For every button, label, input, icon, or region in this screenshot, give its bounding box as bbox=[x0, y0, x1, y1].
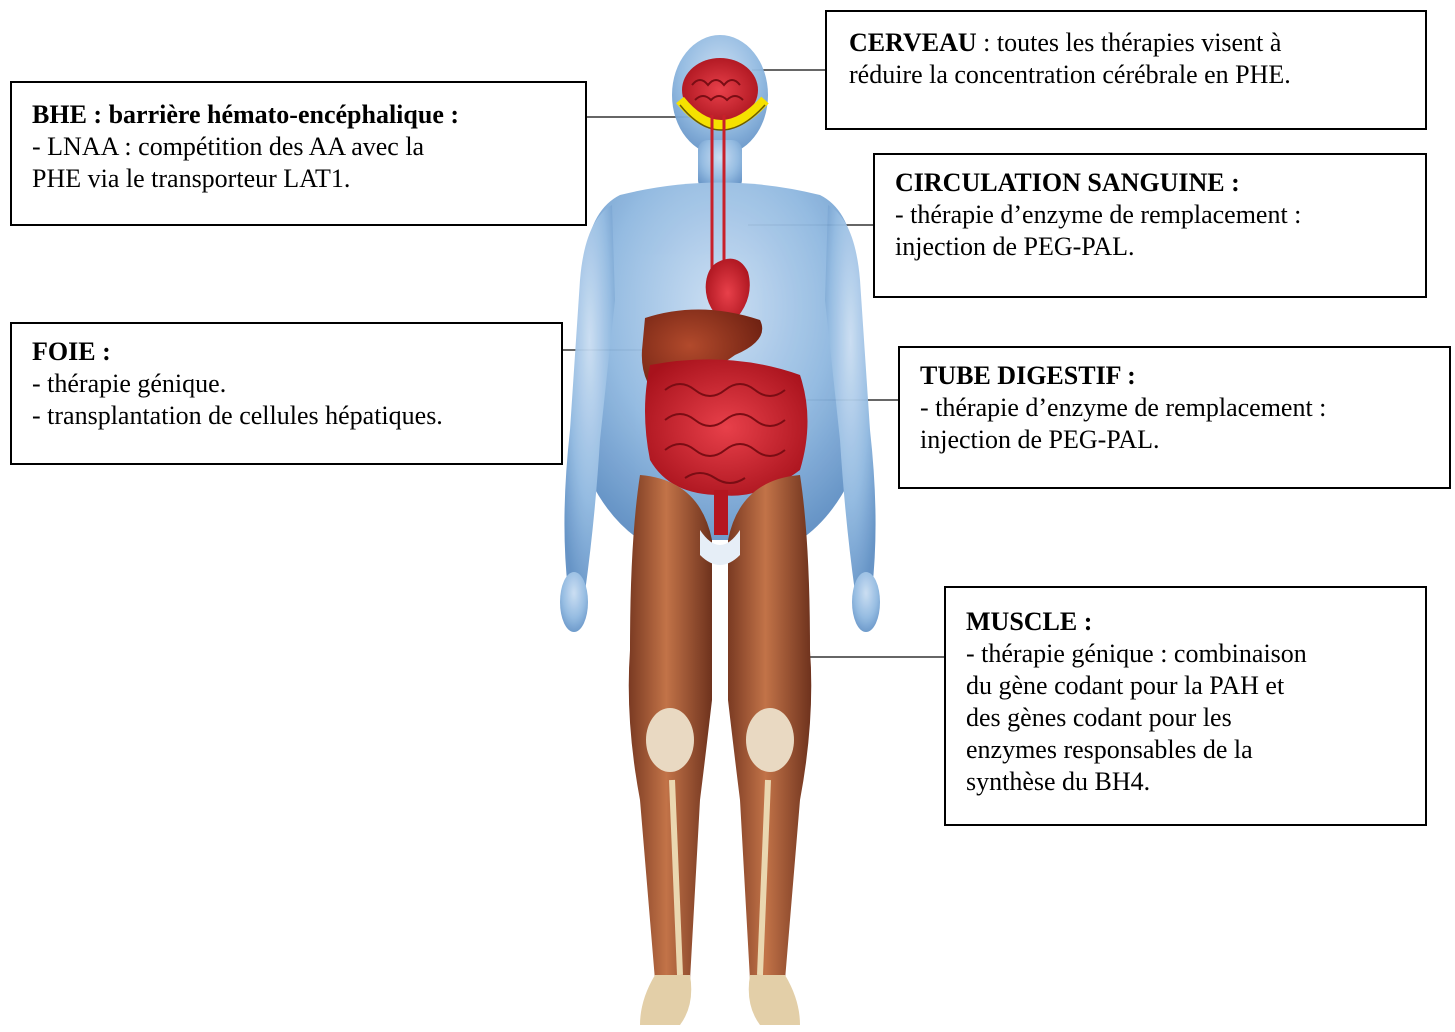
callout-muscle-title: MUSCLE : bbox=[966, 606, 1415, 638]
callout-foie-line: - transplantation de cellules hépatiques… bbox=[32, 400, 551, 432]
callout-cerveau-text-second: réduire la concentration cérébrale en PH… bbox=[849, 59, 1415, 91]
callout-muscle-line: du gène codant pour la PAH et bbox=[966, 670, 1415, 702]
callout-cerveau: CERVEAU : toutes les thérapies visent à … bbox=[825, 10, 1427, 130]
callout-foie: FOIE : - thérapie génique. - transplanta… bbox=[10, 322, 563, 465]
callout-bhe-line: - LNAA : compétition des AA avec la bbox=[32, 131, 575, 163]
callout-circulation-title: CIRCULATION SANGUINE : bbox=[895, 167, 1415, 199]
callout-cerveau-title: CERVEAU bbox=[849, 28, 977, 57]
callout-tube-line: - thérapie d’enzyme de remplacement : bbox=[920, 392, 1439, 424]
callout-circulation-line: - thérapie d’enzyme de remplacement : bbox=[895, 199, 1415, 231]
callout-bhe: BHE : barrière hémato-encéphalique : - L… bbox=[10, 81, 587, 226]
callout-muscle-line: synthèse du BH4. bbox=[966, 766, 1415, 798]
callout-foie-line: - thérapie génique. bbox=[32, 368, 551, 400]
callout-muscle-line: - thérapie génique : combinaison bbox=[966, 638, 1415, 670]
callout-bhe-title: BHE : barrière hémato-encéphalique : bbox=[32, 99, 575, 131]
callout-circulation-line: injection de PEG-PAL. bbox=[895, 231, 1415, 263]
callout-foie-title: FOIE : bbox=[32, 336, 551, 368]
callout-tube-digestif: TUBE DIGESTIF : - thérapie d’enzyme de r… bbox=[898, 346, 1451, 489]
callout-cerveau-text-first: : toutes les thérapies visent à bbox=[977, 28, 1282, 57]
feet bbox=[640, 975, 800, 1025]
callout-bhe-line: PHE via le transporteur LAT1. bbox=[32, 163, 575, 195]
leg-muscles bbox=[629, 475, 812, 980]
callout-muscle-line: enzymes responsables de la bbox=[966, 734, 1415, 766]
callout-tube-title: TUBE DIGESTIF : bbox=[920, 360, 1439, 392]
callout-muscle: MUSCLE : - thérapie génique : combinaiso… bbox=[944, 586, 1427, 826]
callout-circulation: CIRCULATION SANGUINE : - thérapie d’enzy… bbox=[873, 153, 1427, 298]
callout-tube-line: injection de PEG-PAL. bbox=[920, 424, 1439, 456]
callout-muscle-line: des gènes codant pour les bbox=[966, 702, 1415, 734]
